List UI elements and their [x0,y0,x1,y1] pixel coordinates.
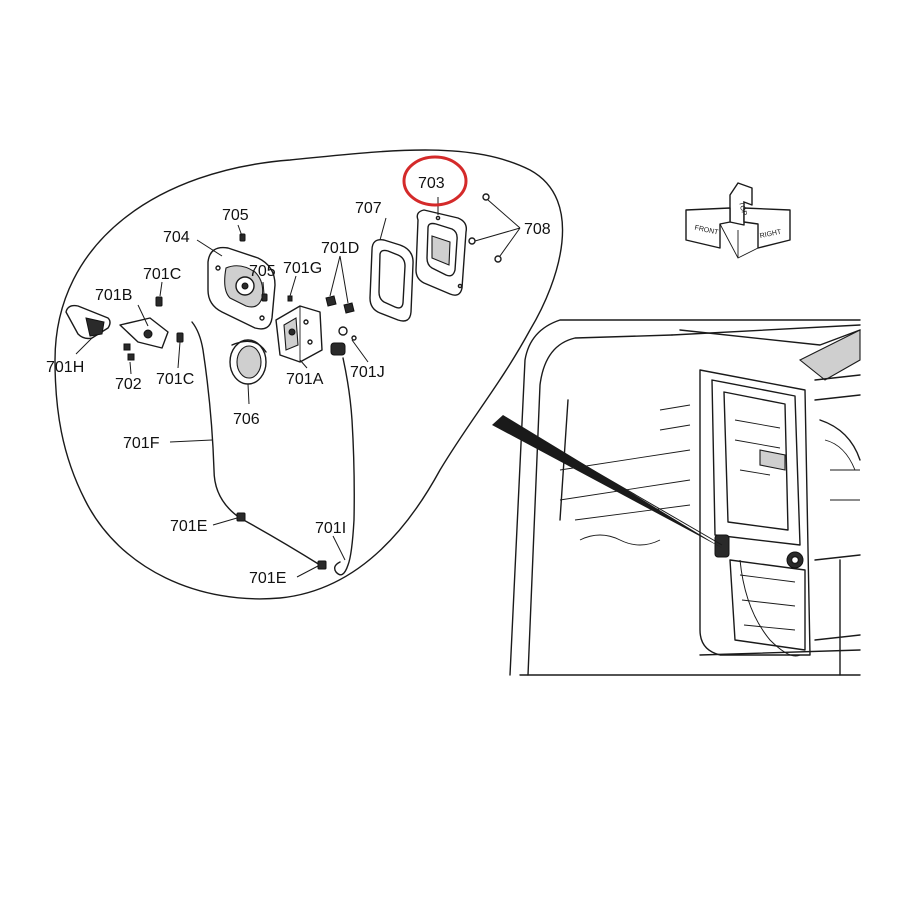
part-702-clips [123,343,135,361]
part-701g-pin [287,295,293,302]
callout-701c-upper: 701C [143,266,181,283]
orientation-indicator: FRONT RIGHT TOP [685,182,791,259]
callout-701g: 701G [283,260,322,277]
part-701d-bolts [325,295,355,314]
orientation-top-label: TOP [737,201,748,217]
part-708-screws [468,193,502,263]
leader-lines [75,197,521,578]
part-701c-bolts [155,296,184,343]
part-701e-clip-lower [317,560,327,570]
part-701a-latch [275,305,323,363]
detail-pointer-line [502,417,723,546]
callout-701e-upper: 701E [170,518,207,535]
part-701h-outside-handle [65,304,111,340]
callout-701h: 701H [46,359,84,376]
part-706-ring [229,339,267,385]
callout-708: 708 [524,221,551,238]
part-701e-clip-upper [236,512,246,522]
callout-701e-lower: 701E [249,570,286,587]
detail-pointer-wedge [492,415,722,548]
callout-701d: 701D [321,240,359,257]
callout-706: 706 [233,411,260,428]
part-701i-cable [333,357,355,576]
callout-701i: 701I [315,520,346,537]
callout-707: 707 [355,200,382,217]
vehicle-cab-illustration [509,319,861,676]
orientation-right-label: RIGHT [759,229,782,241]
callout-701c-lower: 701C [156,371,194,388]
callout-701b: 701B [95,287,132,304]
part-705-screws [239,233,268,302]
detail-bubble-outline [54,149,564,600]
callout-701j: 701J [350,364,385,381]
callout-701a: 701A [286,371,324,388]
callout-702: 702 [115,376,142,393]
highlight-circle-703 [402,155,468,207]
part-707-gasket [369,239,414,322]
callout-705-upper: 705 [222,207,249,224]
callout-703: 703 [418,175,445,192]
part-701j-lock-cylinder [330,326,357,356]
part-704-latch-housing [207,246,276,330]
part-703-handle-bezel [415,209,468,296]
part-701f-cable [191,321,321,566]
callout-701f: 701F [123,435,160,452]
callout-705-lower: 705 [249,263,276,280]
callout-704: 704 [163,229,190,246]
